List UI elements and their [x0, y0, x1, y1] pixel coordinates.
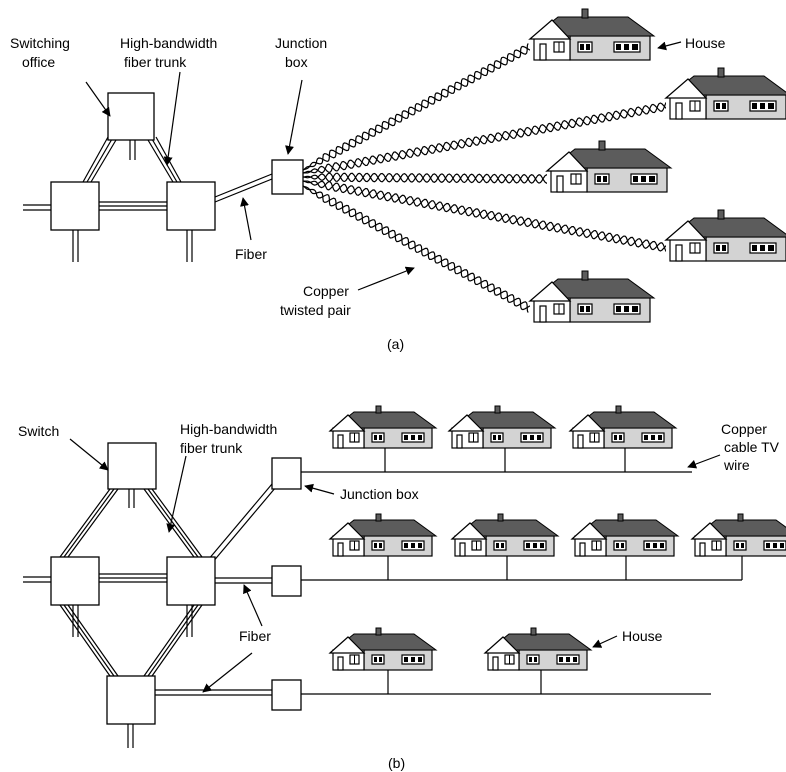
twisted-pair-strand	[302, 102, 669, 174]
label-junction-box-b: Junction box	[340, 486, 419, 502]
office-box-left	[50, 181, 100, 231]
twisted-pair-strand	[302, 185, 529, 313]
twisted-pair-strand	[302, 102, 667, 174]
houses-b	[329, 405, 786, 671]
label-fiber-b: Fiber	[239, 628, 271, 644]
switch-box-right	[166, 556, 216, 606]
house-icon	[665, 67, 786, 120]
label-switch: Switch	[18, 423, 59, 439]
twisted-pair-strand	[302, 185, 533, 311]
junction-box-a	[271, 159, 304, 195]
panel-b: Switch High-bandwidth fiber trunk Juncti…	[18, 405, 786, 771]
panel-b-trunk-links	[23, 483, 277, 748]
twisted-pair-strand	[302, 180, 669, 252]
label-junction-line1: Junction	[275, 35, 327, 51]
switch-box-left	[50, 556, 100, 606]
label-copper-line1: Copper	[303, 283, 349, 299]
coax-cables	[301, 448, 743, 695]
label-house-b: House	[622, 628, 663, 644]
office-box-right	[166, 181, 216, 231]
label-copper-cable-line1: Copper	[721, 421, 767, 437]
label-junction-line2: box	[285, 54, 308, 70]
twisted-pair-strand	[302, 45, 533, 171]
label-copper-line2: twisted pair	[280, 302, 351, 318]
house-icon	[329, 513, 437, 557]
panel-b-leaders	[69, 438, 721, 693]
house-icon	[569, 405, 677, 449]
label-trunk-b-line2: fiber trunk	[180, 440, 243, 456]
label-trunk-line1: High-bandwidth	[120, 35, 217, 51]
houses-a	[529, 8, 786, 323]
house-icon	[451, 513, 559, 557]
junction-box-b1	[271, 457, 302, 490]
panel-a-leaders	[85, 41, 682, 291]
twisted-pair-strand	[302, 172, 549, 184]
house-icon	[529, 270, 655, 323]
house-icon	[691, 513, 786, 557]
caption-b: (b)	[388, 755, 405, 771]
label-switching-office-line1: Switching	[10, 35, 70, 51]
junction-box-b2	[271, 565, 302, 597]
twisted-pair-strand	[302, 172, 549, 184]
house-icon	[484, 627, 592, 671]
label-copper-cable-line2: cable TV	[724, 439, 780, 455]
house-icon	[665, 209, 786, 262]
twisted-pair-strand	[302, 180, 667, 252]
label-trunk-line2: fiber trunk	[124, 54, 187, 70]
label-switching-office-line2: office	[22, 54, 55, 70]
switch-box-bottom	[106, 675, 156, 725]
twisted-pair-strand	[302, 43, 529, 171]
panel-a: Switching office High-bandwidth fiber tr…	[10, 8, 786, 352]
house-icon	[546, 140, 672, 193]
house-icon	[529, 8, 655, 61]
label-copper-cable-line3: wire	[723, 457, 750, 473]
copper-twisted-pairs	[302, 43, 669, 313]
switching-office-box	[107, 92, 155, 141]
label-house-a: House	[685, 35, 726, 51]
caption-a: (a)	[387, 336, 404, 352]
label-trunk-b-line1: High-bandwidth	[180, 421, 277, 437]
switch-box-top	[107, 442, 157, 490]
house-icon	[329, 405, 437, 449]
house-icon	[329, 627, 437, 671]
house-icon	[448, 405, 556, 449]
house-icon	[571, 513, 679, 557]
label-fiber-a: Fiber	[235, 246, 267, 262]
junction-box-b3	[271, 679, 302, 711]
